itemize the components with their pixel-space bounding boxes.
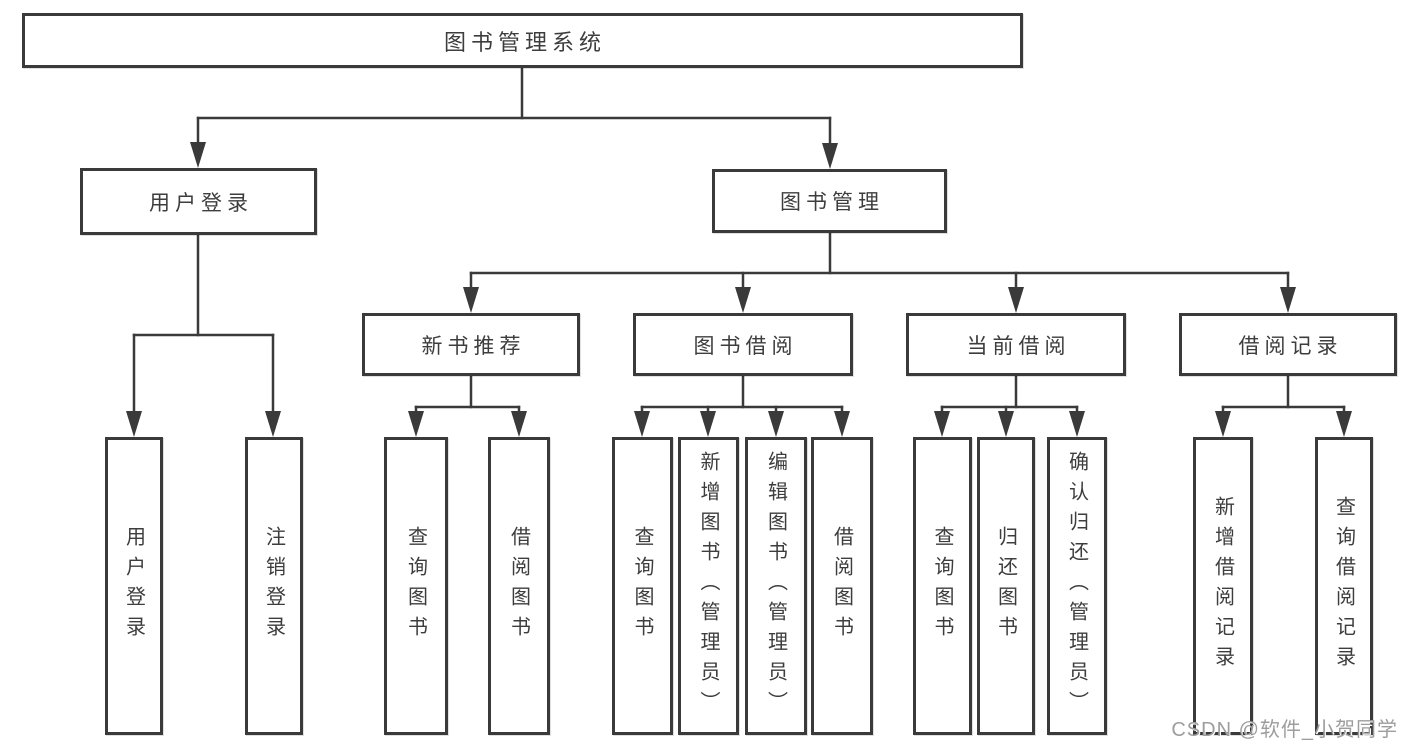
leaf-return-books: 归还图书	[977, 437, 1035, 735]
leaf-user-login: 用户登录	[105, 437, 163, 735]
node-borrowing-records: 借阅记录	[1179, 313, 1397, 376]
node-current-borrowing: 当前借阅	[906, 313, 1126, 376]
leaf-add-borrow-record: 新增借阅记录	[1193, 437, 1253, 735]
arrowhead	[1069, 411, 1085, 437]
arrowhead	[1008, 287, 1024, 313]
arrowhead	[511, 411, 527, 437]
arrowhead	[834, 411, 850, 437]
arrowhead	[735, 287, 751, 313]
leaf-edit-book-admin: 编辑图书（管理员）	[745, 437, 807, 735]
arrowhead	[265, 411, 281, 437]
arrowhead	[126, 411, 142, 437]
leaf-query-books-current: 查询图书	[913, 437, 972, 735]
arrowhead	[463, 287, 479, 313]
node-root: 图书管理系统	[22, 13, 1023, 68]
arrowhead	[408, 411, 424, 437]
leaf-borrow-books-recommend: 借阅图书	[488, 437, 550, 735]
arrowhead	[934, 411, 950, 437]
leaf-logout: 注销登录	[245, 437, 303, 735]
arrowhead	[190, 142, 206, 168]
leaf-query-books-recommend: 查询图书	[384, 437, 448, 735]
arrowhead	[634, 411, 650, 437]
arrowhead	[998, 411, 1014, 437]
leaf-add-book-admin: 新增图书（管理员）	[678, 437, 739, 735]
leaf-borrow-books-borrowing: 借阅图书	[811, 437, 873, 735]
node-user-login: 用户登录	[80, 168, 317, 235]
node-new-book-recommendation: 新书推荐	[362, 313, 580, 376]
arrowhead	[822, 143, 838, 169]
node-book-borrowing: 图书借阅	[633, 313, 853, 376]
leaf-query-books-borrowing: 查询图书	[612, 437, 673, 735]
arrowhead	[768, 411, 784, 437]
node-book-management: 图书管理	[712, 169, 947, 233]
arrowhead	[1280, 287, 1296, 313]
csdn-watermark: CSDN @软件_小贺同学	[1171, 719, 1398, 741]
leaf-confirm-return-admin: 确认归还（管理员）	[1047, 437, 1107, 735]
leaf-query-borrow-record: 查询借阅记录	[1315, 437, 1373, 735]
arrowhead	[1336, 411, 1352, 437]
arrowhead	[1215, 411, 1231, 437]
arrowhead	[700, 411, 716, 437]
